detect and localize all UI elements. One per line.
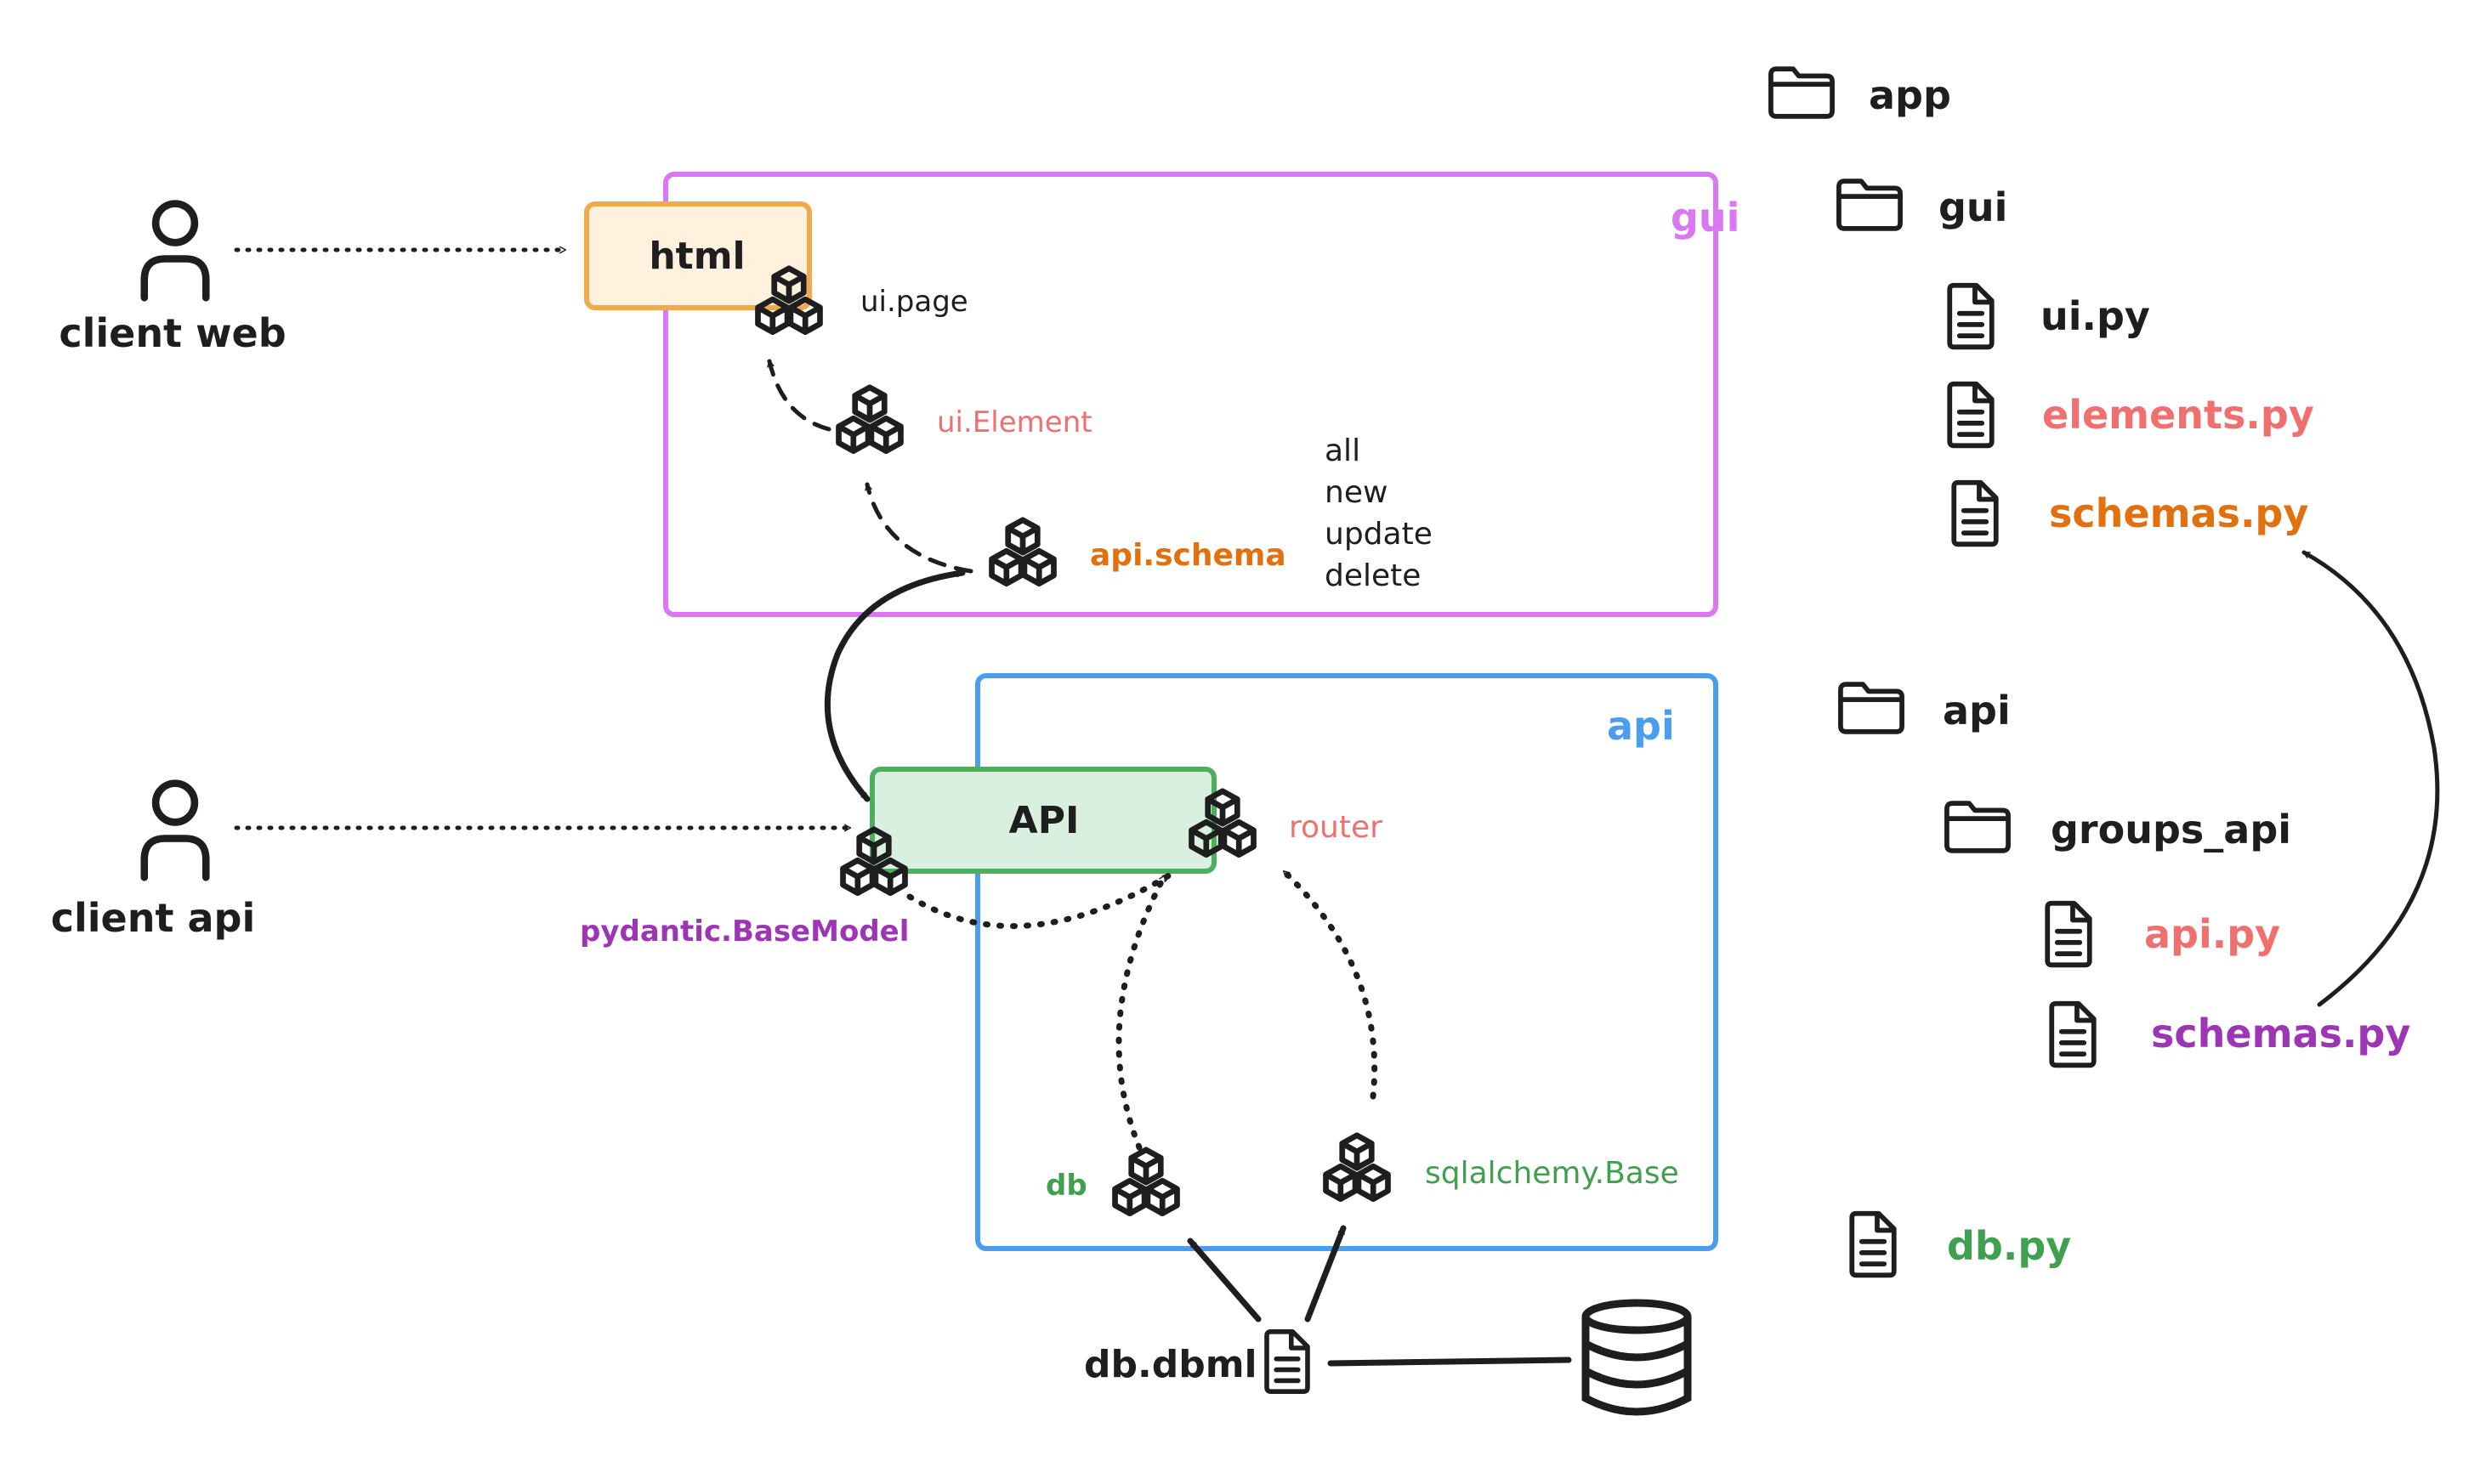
operation-item: all xyxy=(1325,433,1360,468)
file-tree-gui-schemas-py: schemas.py xyxy=(2049,490,2308,536)
client-api-person-icon xyxy=(145,784,206,878)
dbml-to-db-arrow xyxy=(1187,1238,1262,1323)
file-tree-api-schemas-py: schemas.py xyxy=(2151,1011,2410,1056)
html-box xyxy=(584,201,812,310)
elements-py-file-icon xyxy=(1949,384,1992,446)
api-py-file-icon xyxy=(2047,903,2090,966)
database-icon xyxy=(1586,1303,1688,1412)
api-schema-label: api.schema xyxy=(1090,538,1286,573)
gui-frame xyxy=(663,172,1718,617)
db-to-api-arrow xyxy=(1115,872,1168,1151)
ui-element-cubes-icon xyxy=(839,388,901,451)
file-tree-elements-py: elements.py xyxy=(2042,392,2314,438)
api-schema-cubes-icon xyxy=(992,520,1054,584)
api-schemas-to-gui-schemas-arrow xyxy=(2301,550,2440,1007)
html-box-label: html xyxy=(649,235,745,278)
dbml-to-database-line xyxy=(1327,1357,1572,1367)
dbml-label: db.dbml xyxy=(1084,1343,1257,1386)
operation-item: update xyxy=(1325,517,1433,552)
gui-frame-label: gui xyxy=(1671,195,1739,241)
ui-element-label: ui.Element xyxy=(937,405,1092,439)
file-tree-ui-py: ui.py xyxy=(2040,293,2150,339)
sqlalchemy-base-cubes-icon xyxy=(1326,1136,1388,1199)
file-tree-api: api xyxy=(1943,688,2011,734)
client-web-label: client web xyxy=(59,310,286,356)
file-tree-api-py: api.py xyxy=(2144,911,2280,957)
groups-api-folder-icon xyxy=(1947,803,2008,851)
db-label: db xyxy=(1046,1169,1087,1203)
db-py-file-icon xyxy=(1852,1214,1894,1276)
ui-element-to-ui-page-arrow xyxy=(767,359,831,432)
file-tree-gui: gui xyxy=(1938,184,2007,230)
pydantic-basemodel-label: pydantic.BaseModel xyxy=(580,915,909,949)
api-folder-icon xyxy=(1841,684,1902,732)
dbml-document-icon xyxy=(1267,1332,1308,1391)
api-schema-to-api-bidirectional-arrow xyxy=(824,569,966,802)
app-folder-icon xyxy=(1771,69,1832,116)
db-cubes-icon xyxy=(1115,1150,1178,1214)
sqlalchemy-base-label: sqlalchemy.Base xyxy=(1425,1156,1679,1191)
operation-item: delete xyxy=(1325,558,1421,593)
file-tree-app: app xyxy=(1869,72,1951,118)
file-tree-groups-api: groups_api xyxy=(2051,807,2291,852)
client-api-label: client api xyxy=(51,895,256,941)
operations-list: all new update delete xyxy=(1325,433,1433,593)
dbml-to-sqlalchemy-arrow xyxy=(1304,1225,1347,1323)
gui-schemas-py-file-icon xyxy=(1954,483,1996,545)
gui-folder-icon xyxy=(1839,181,1900,229)
api-frame xyxy=(975,673,1718,1251)
client-web-person-icon xyxy=(145,204,206,298)
basemodel-to-api-arrow xyxy=(906,872,1172,930)
router-label: router xyxy=(1289,810,1382,845)
api-schema-to-ui-element-arrow xyxy=(865,482,973,574)
file-tree-db-py: db.py xyxy=(1947,1223,2071,1269)
operation-item: new xyxy=(1325,475,1388,510)
sqlalchemy-to-router-arrow xyxy=(1280,868,1378,1100)
api-box-label: API xyxy=(1009,799,1080,842)
api-frame-label: api xyxy=(1607,703,1675,749)
ui-py-file-icon xyxy=(1949,286,1992,348)
api-schemas-py-file-icon xyxy=(2052,1004,2094,1066)
ui-page-label: ui.page xyxy=(860,285,968,319)
